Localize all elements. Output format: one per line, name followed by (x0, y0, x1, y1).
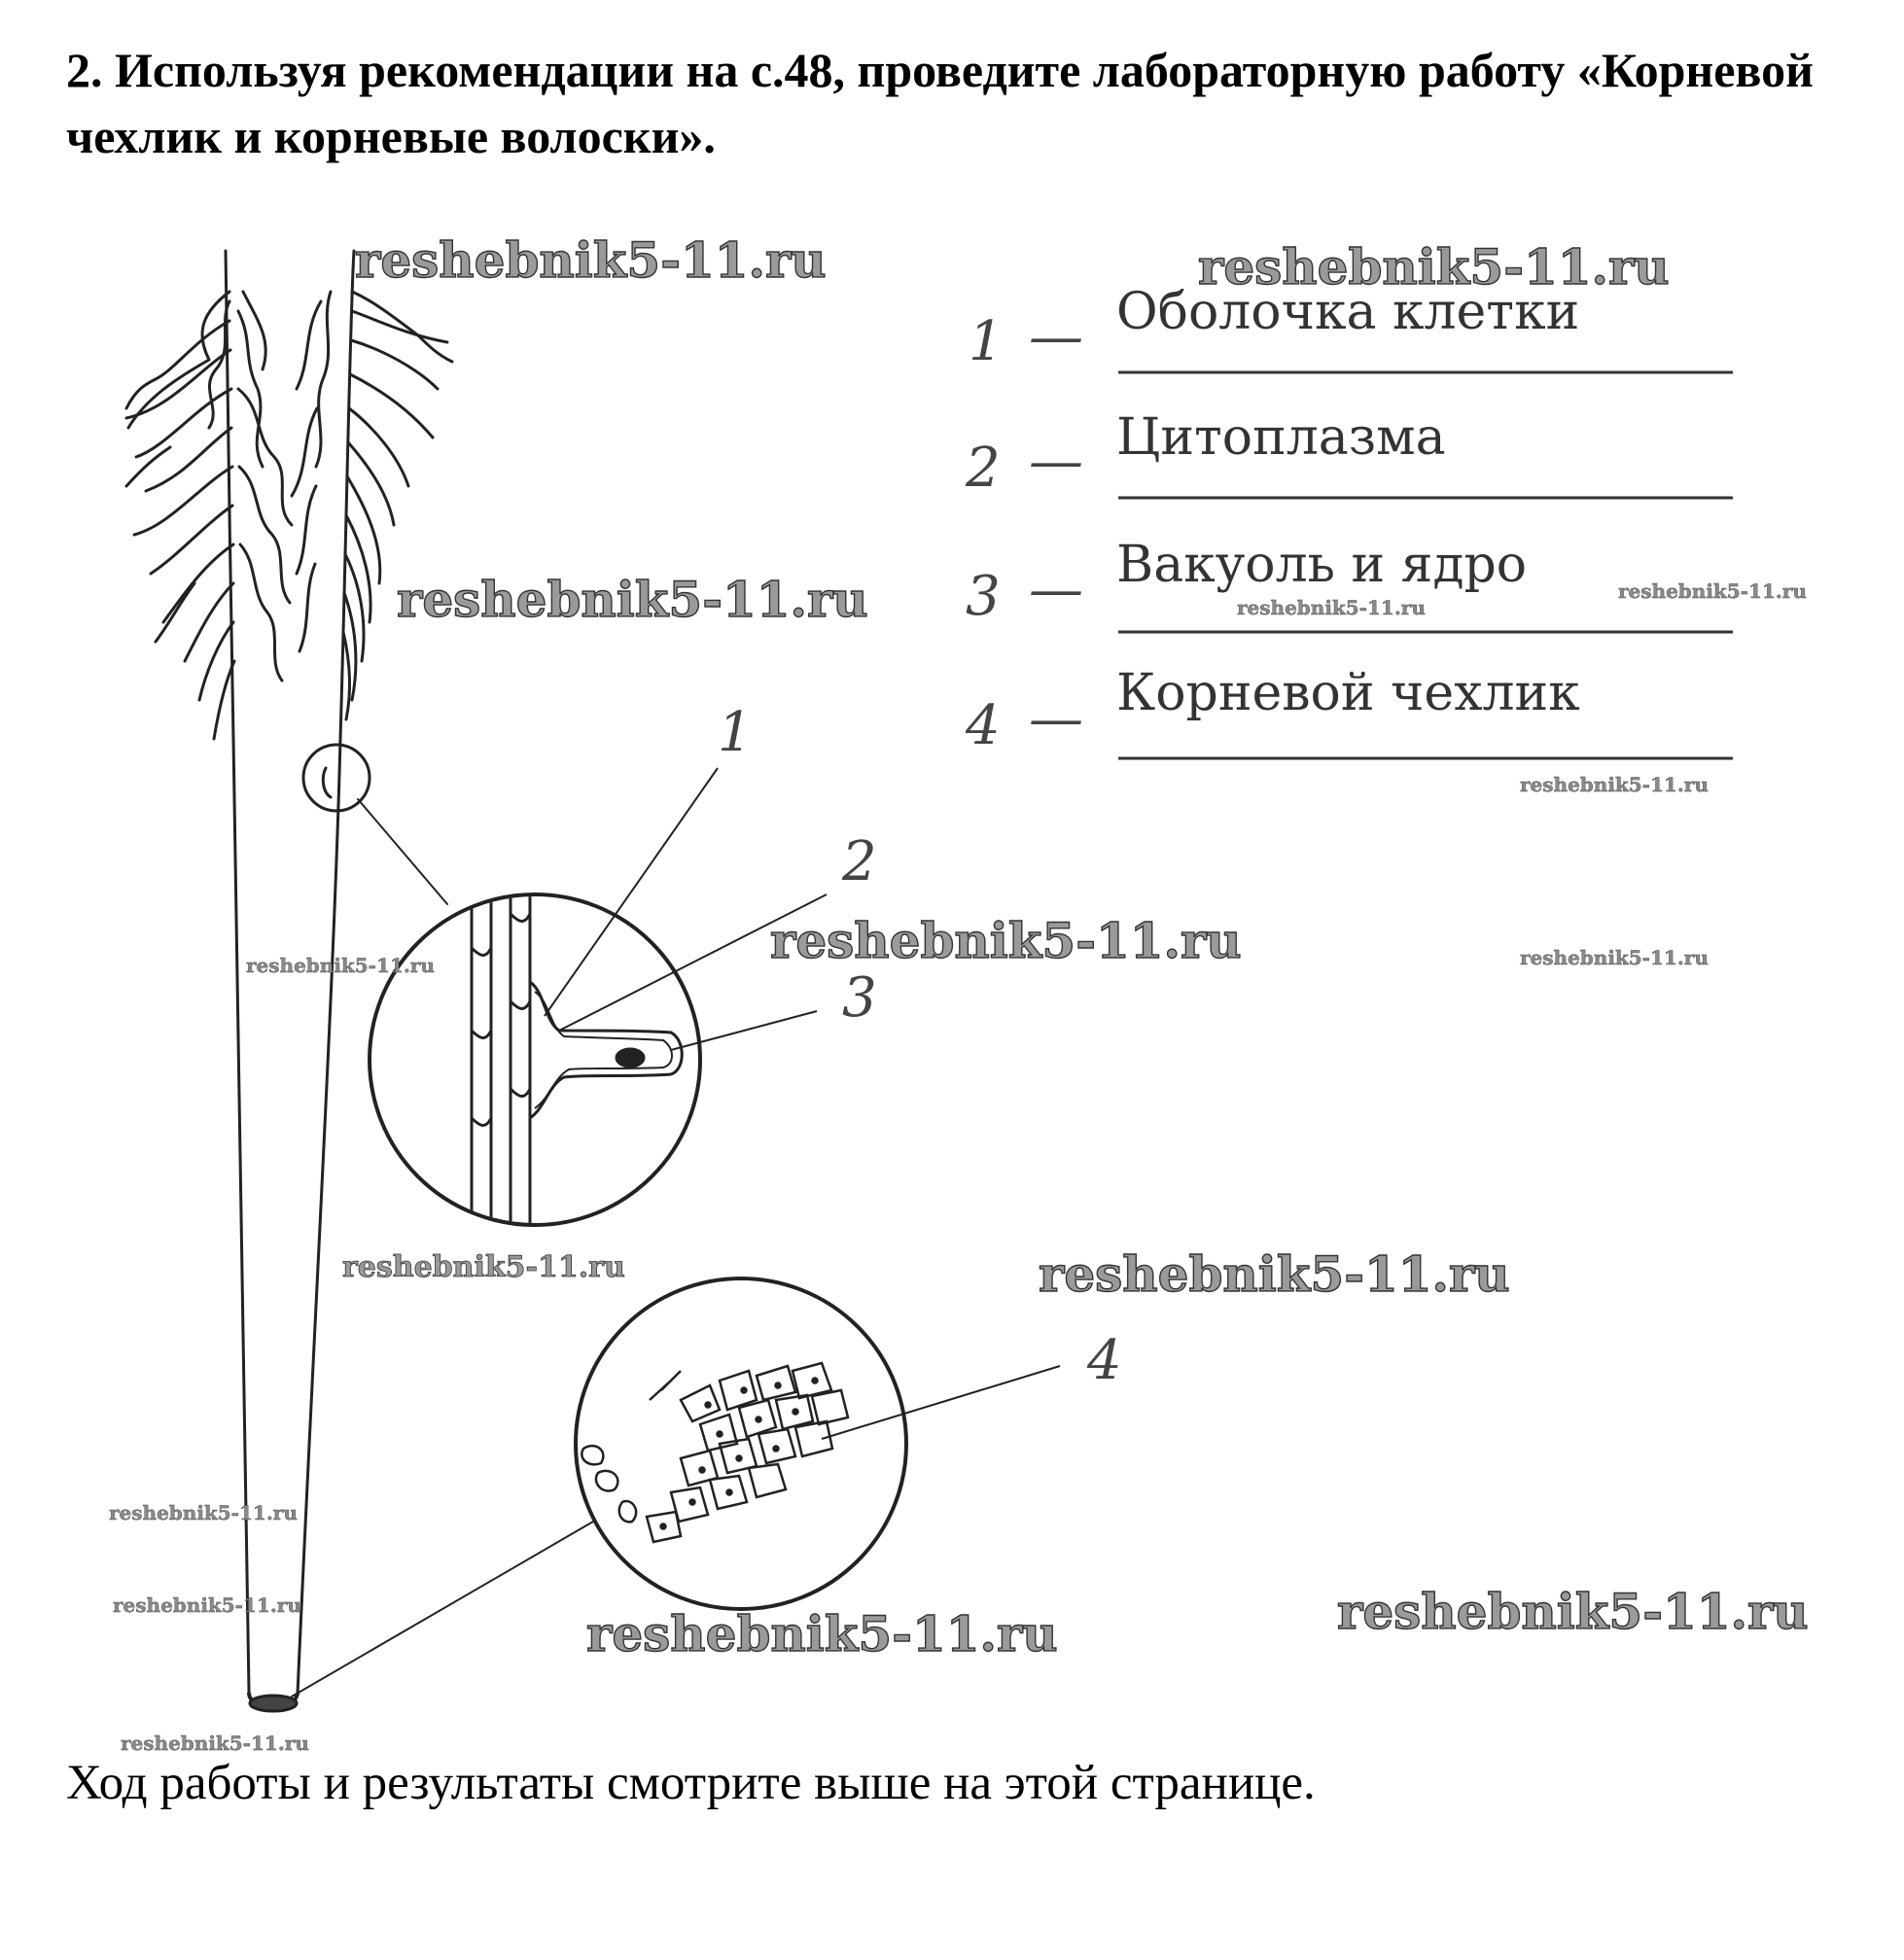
answer-text-4: Корневой чехлик (1116, 664, 1580, 722)
answer-number-3: 3 (966, 565, 1001, 628)
callout-number-2: 2 (841, 830, 877, 893)
answer-dash-3: — (1029, 558, 1083, 621)
watermark: reshebnik5-11.ru (1337, 1583, 1809, 1640)
watermark: reshebnik5-11.ru (1520, 773, 1709, 796)
watermark: reshebnik5-11.ru (770, 912, 1242, 969)
answer-dash-4: — (1029, 687, 1083, 751)
watermark: reshebnik5-11.ru (1039, 1245, 1510, 1303)
watermark: reshebnik5-11.ru (342, 1250, 625, 1284)
magnified-hair-cell (370, 768, 827, 1225)
callout-number-4: 4 (1086, 1329, 1122, 1392)
zoom-line-lower (292, 1522, 593, 1697)
root-hairs (126, 292, 292, 739)
watermark: reshebnik5-11.ru (1618, 579, 1807, 603)
root-hairs-right (292, 292, 452, 719)
watermark: reshebnik5-11.ru (113, 1593, 301, 1617)
answer-list: 1 — Оболочка клетки 2 — Цитоплазма 3 — В… (965, 283, 1733, 758)
root-tip-cap (250, 1696, 297, 1711)
callout-number-3: 3 (842, 966, 877, 1030)
root-illustration (126, 251, 593, 1711)
answer-row-1: 1 — Оболочка клетки (969, 283, 1733, 373)
answer-dash-2: — (1029, 430, 1083, 493)
magnified-root-cap (576, 1278, 1060, 1609)
answer-text-3: Вакуоль и ядро (1116, 536, 1527, 594)
answer-text-2: Цитоплазма (1116, 408, 1446, 467)
nucleus (617, 1049, 644, 1067)
answer-row-2: 2 — Цитоплазма (965, 408, 1733, 500)
watermark: reshebnik5-11.ru (586, 1605, 1058, 1662)
watermark: reshebnik5-11.ru (397, 571, 868, 628)
zoom-line-upper (358, 799, 447, 904)
watermark: reshebnik5-11.ru (1520, 946, 1709, 969)
answer-row-4: 4 — Корневой чехлик (965, 664, 1733, 758)
watermark: reshebnik5-11.ru (121, 1732, 309, 1755)
answer-number-4: 4 (965, 694, 1001, 757)
watermark: reshebnik5-11.ru (1198, 238, 1670, 296)
watermark: reshebnik5-11.ru (1237, 596, 1426, 619)
watermark: reshebnik5-11.ru (246, 954, 435, 977)
answer-dash-1: — (1029, 305, 1083, 368)
answer-number-1: 1 (969, 310, 1004, 373)
watermark: reshebnik5-11.ru (109, 1501, 298, 1524)
callout-number-1: 1 (718, 701, 753, 764)
footer-note: Ход работы и результаты смотрите выше на… (66, 1755, 1316, 1811)
root-hair-cell (530, 982, 682, 1118)
answer-number-2: 2 (965, 437, 1001, 500)
watermark: reshebnik5-11.ru (355, 231, 827, 289)
